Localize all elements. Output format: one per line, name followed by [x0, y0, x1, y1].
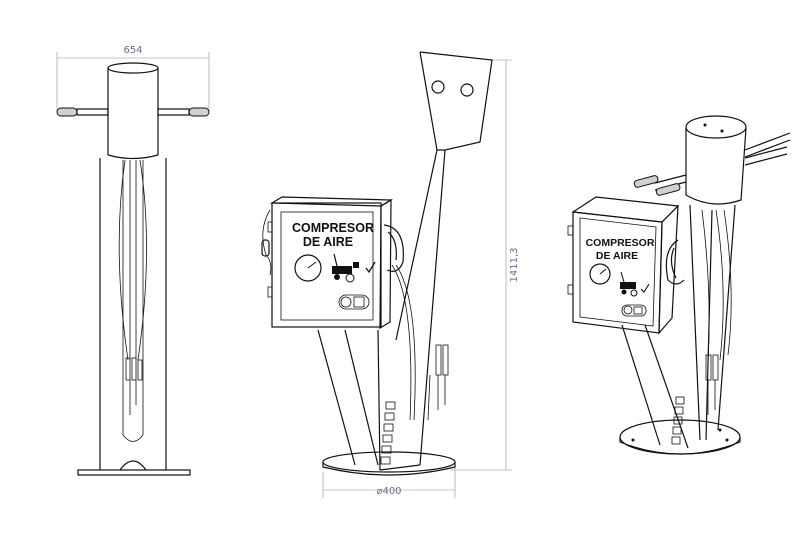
iso-tools	[705, 354, 719, 415]
iso-slots	[671, 396, 685, 445]
compressor-box-side: COMPRESOR DE AIRE	[261, 196, 404, 330]
iso-view: COMPRESOR DE AIRE	[567, 115, 791, 455]
box-title-line1: COMPRESOR	[292, 221, 374, 235]
checkmark-icon	[365, 261, 376, 274]
height-label: 1411,3	[509, 248, 520, 283]
diameter-label: ⌀400	[376, 486, 401, 497]
front-tools	[125, 357, 143, 415]
iso-checkmark-icon	[640, 283, 650, 293]
box-title-line2: DE AIRE	[303, 235, 353, 249]
iso-lawn-mower-icon	[620, 271, 638, 297]
iso-power-button-icon	[621, 304, 647, 317]
iso-handles	[633, 132, 791, 196]
diameter-dimension: ⌀400	[322, 462, 456, 498]
pressure-gauge-icon	[294, 254, 322, 282]
compressor-box-iso: COMPRESOR DE AIRE	[567, 196, 685, 335]
iso-box-title-line1: COMPRESOR	[586, 237, 655, 249]
iso-pressure-gauge-icon	[589, 263, 611, 285]
side-slots	[380, 401, 396, 465]
lawn-mower-icon	[332, 253, 359, 283]
side-tools	[427, 344, 449, 421]
height-dimension: 1411,3	[450, 59, 520, 471]
width-dimension: 654	[56, 45, 210, 110]
side-view: 1411,3 ⌀400	[261, 51, 520, 498]
power-button-icon	[338, 294, 370, 310]
front-view: 654	[56, 45, 210, 476]
width-label: 654	[123, 45, 142, 56]
front-handles	[56, 107, 210, 117]
iso-box-title-line2: DE AIRE	[596, 250, 638, 262]
